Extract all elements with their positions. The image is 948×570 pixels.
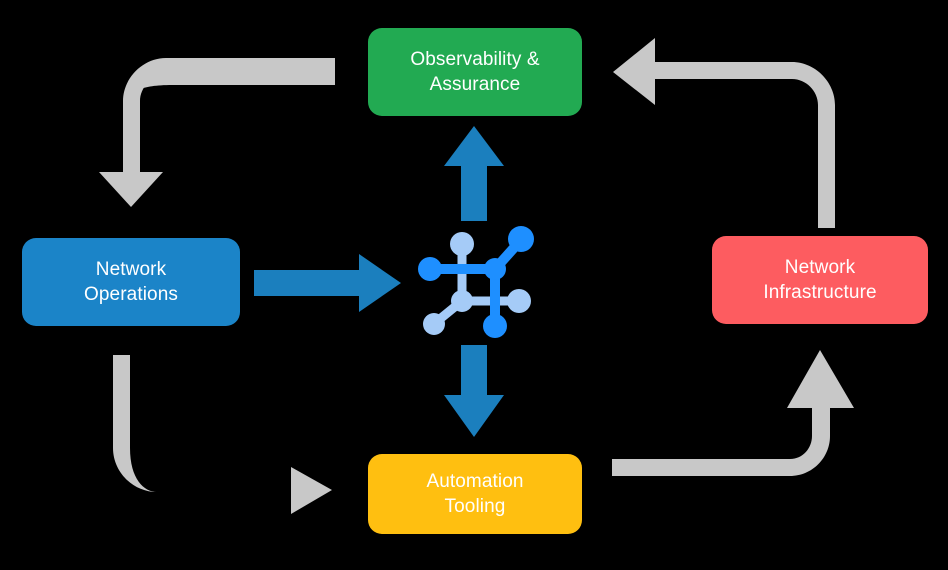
box-network-infrastructure[interactable]: Network Infrastructure	[712, 236, 928, 324]
arrow-center-down	[444, 345, 504, 437]
box-network-operations[interactable]: Network Operations	[22, 238, 240, 326]
arrow-operations-to-tooling	[113, 355, 332, 514]
arrow-observability-to-operations-shape	[99, 58, 335, 207]
box-observability-assurance[interactable]: Observability & Assurance	[368, 28, 582, 116]
arrow-tooling-to-infrastructure	[612, 350, 854, 476]
box-automation-tooling-label: Automation Tooling	[426, 470, 524, 517]
box-automation-tooling[interactable]: Automation Tooling	[368, 454, 582, 534]
topology-nodes-secondary	[423, 232, 531, 335]
box-observability-label: Observability & Assurance	[410, 48, 540, 95]
topology-node-left	[418, 257, 442, 281]
topology-nodes-primary	[418, 226, 534, 338]
topology-node-center	[484, 258, 506, 280]
arrow-operations-to-center	[254, 254, 401, 312]
topology-node-mid-left	[451, 290, 473, 312]
topology-node-top-left	[450, 232, 474, 256]
topology-node-bottom-left	[423, 313, 445, 335]
arrow-center-up	[444, 126, 504, 221]
box-network-operations-label: Network Operations	[84, 258, 178, 305]
topology-node-bottom	[483, 314, 507, 338]
box-network-infrastructure-label: Network Infrastructure	[763, 256, 877, 303]
topology-node-mid-right	[507, 289, 531, 313]
network-topology-icon	[418, 226, 534, 338]
arrow-infrastructure-to-observability	[613, 38, 835, 228]
topology-node-top-right	[508, 226, 534, 252]
